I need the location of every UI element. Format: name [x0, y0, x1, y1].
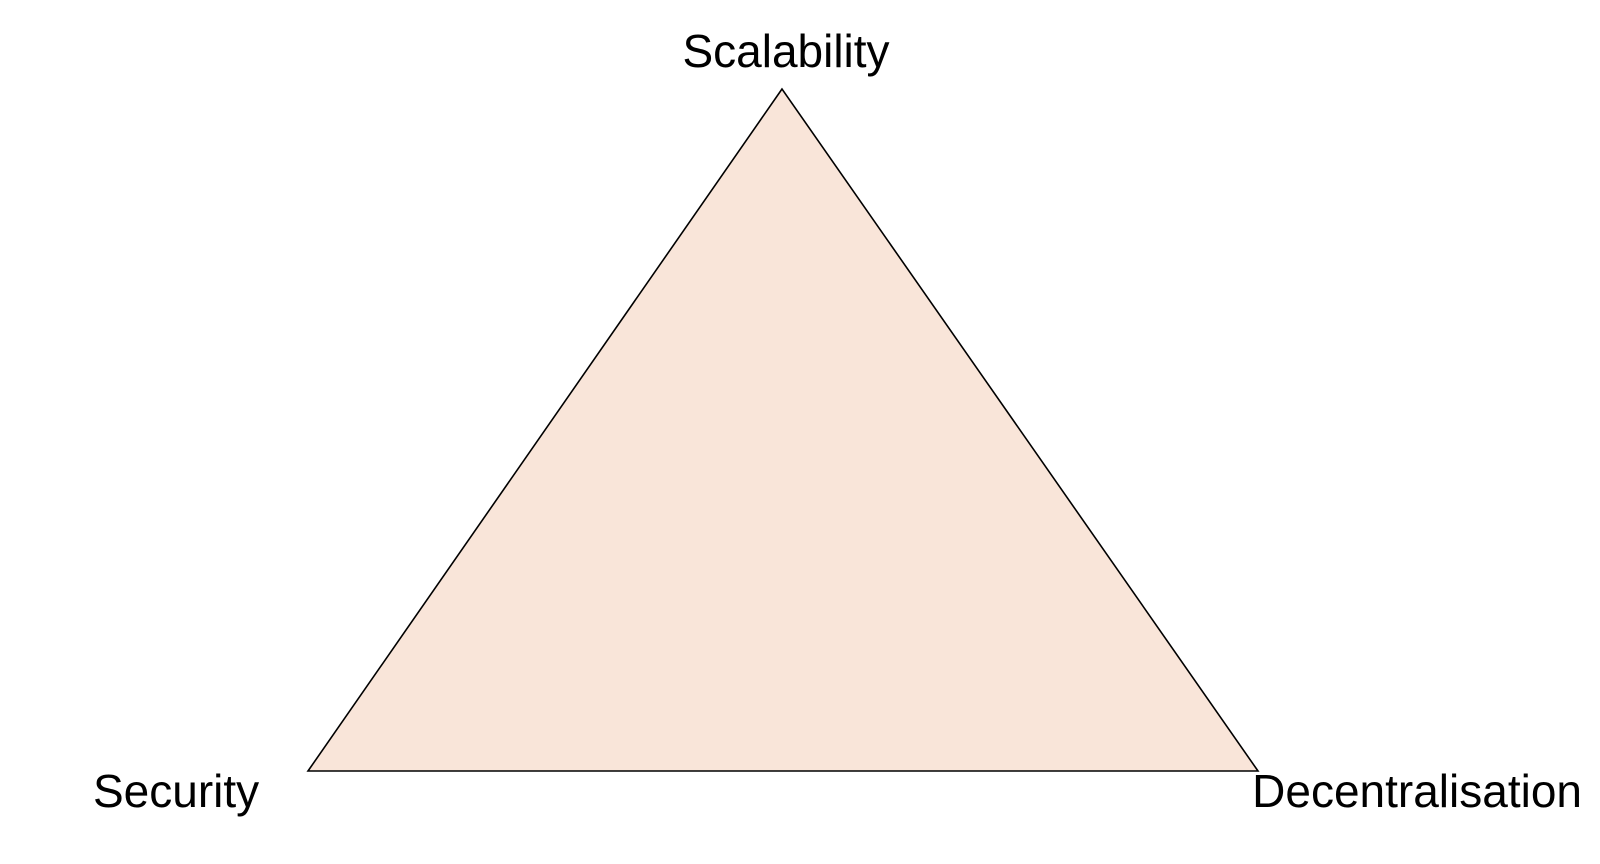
decentralisation-label: Decentralisation [1252, 765, 1582, 817]
scalability-label: Scalability [682, 25, 890, 77]
security-label: Security [93, 765, 260, 817]
trilemma-triangle [306, 87, 1260, 772]
